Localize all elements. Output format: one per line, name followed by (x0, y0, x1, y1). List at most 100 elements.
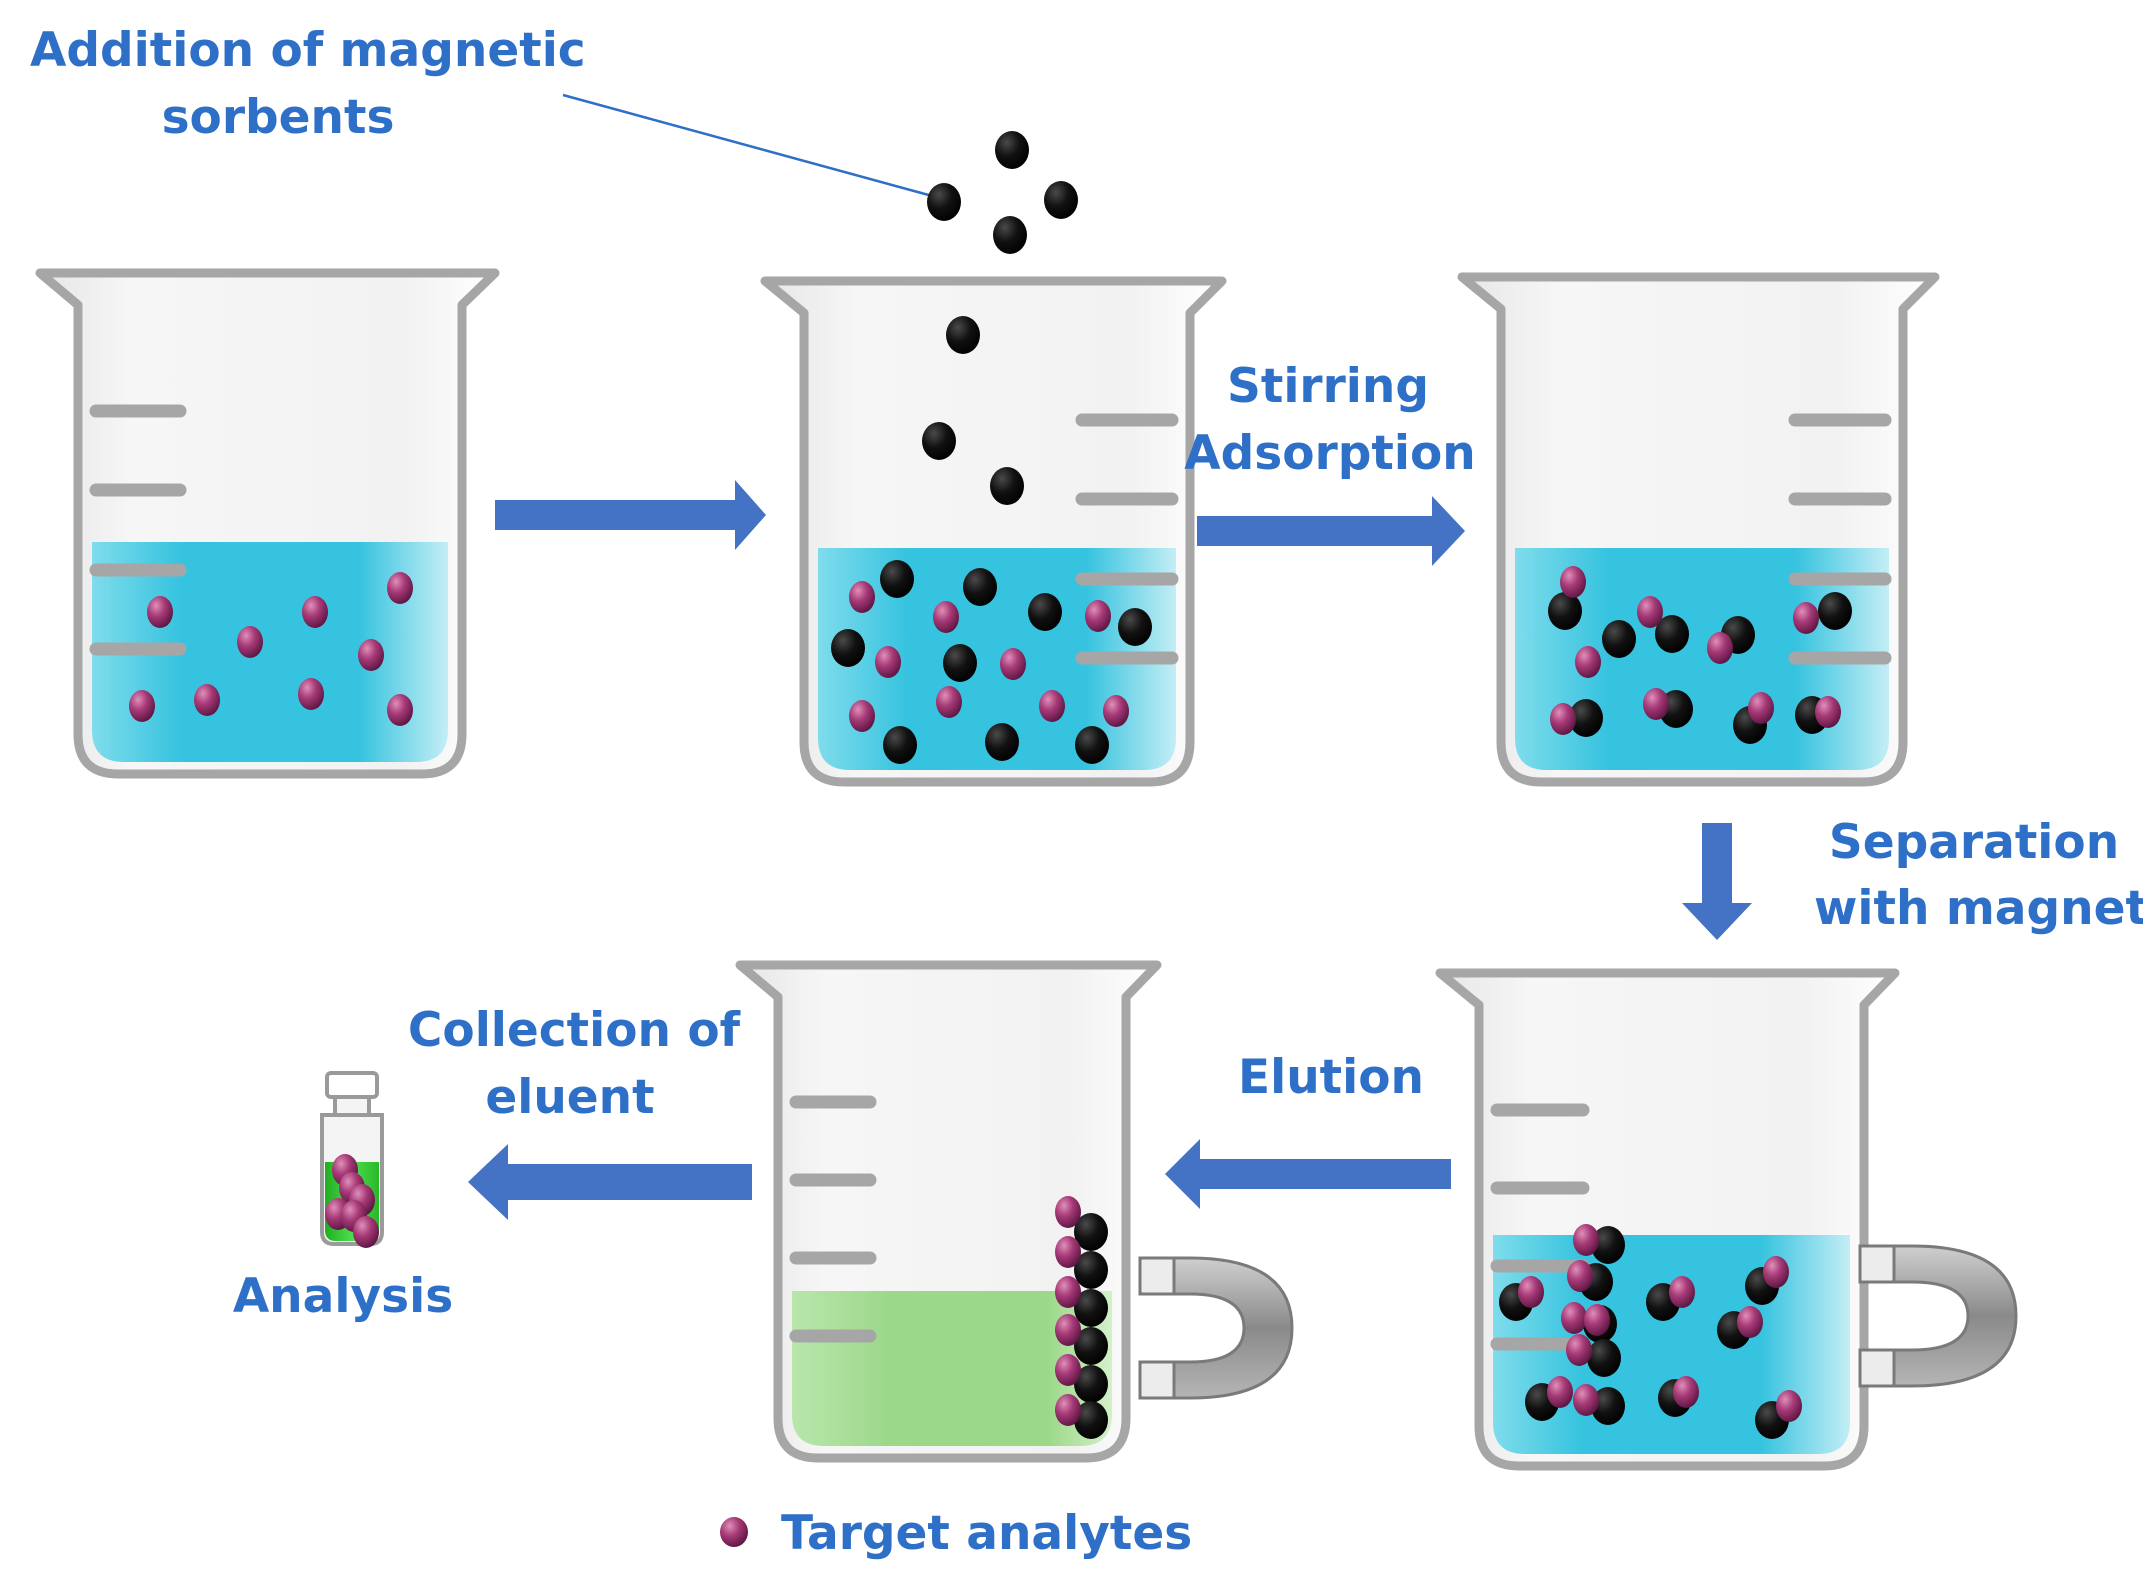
analyte-particle-icon (1055, 1196, 1081, 1228)
analyte-particle-icon (1566, 1334, 1592, 1366)
sorbent-particle-icon (1028, 593, 1062, 631)
analyte-particle-icon (1085, 600, 1111, 632)
beaker-1-sample-icon (35, 268, 500, 779)
analyte-particle-icon (1748, 692, 1774, 724)
analyte-particle-icon (1573, 1384, 1599, 1416)
analyte-particle-icon (720, 1517, 748, 1547)
sorbent-particle-icon (1044, 181, 1078, 219)
beaker-4-eluent-icon (735, 960, 1162, 1463)
beaker-4-graduation-marks (789, 1095, 877, 1343)
analyte-particle-icon (1560, 566, 1586, 598)
analyte-particle-icon (1103, 695, 1129, 727)
analyte-particle-icon (1550, 703, 1576, 735)
analyte-particle-icon (1637, 596, 1663, 628)
analyte-particle-icon (1055, 1236, 1081, 1268)
analyte-particle-icon (1055, 1276, 1081, 1308)
legend (720, 1517, 748, 1547)
sorbent-particle-icon (1591, 1387, 1625, 1425)
analyte-particle-icon (387, 694, 413, 726)
sorbent-particle-icon (880, 560, 914, 598)
analyte-particle-icon (1575, 646, 1601, 678)
analyte-particle-icon (1793, 602, 1819, 634)
analyte-particle-icon (1000, 648, 1026, 680)
beaker-3-adsorption-icon (1457, 272, 1940, 787)
addition-label-line2: sorbents (162, 90, 395, 145)
sorbent-particle-icon (990, 467, 1024, 505)
sorbent-particle-icon (1074, 1289, 1108, 1327)
analyte-particle-icon (1673, 1376, 1699, 1408)
sorbent-particle-icon (1118, 608, 1152, 646)
sorbent-particle-icon (963, 568, 997, 606)
analyte-particle-icon (1561, 1302, 1587, 1334)
analyte-particle-icon (237, 626, 263, 658)
analyte-particle-icon (1055, 1354, 1081, 1386)
arrow-left-icon (468, 1144, 752, 1220)
arrow-right-icon (495, 480, 766, 550)
particles (129, 131, 1852, 1439)
sorbent-particle-icon (1075, 726, 1109, 764)
sorbent-particle-icon (995, 131, 1029, 169)
sorbent-particle-icon (1591, 1226, 1625, 1264)
sorbent-particle-icon (1074, 1401, 1108, 1439)
beaker-2-sorbent-addition-icon (760, 276, 1227, 787)
arrow-left-icon (1165, 1139, 1451, 1209)
analyte-particle-icon (1055, 1394, 1081, 1426)
addition-label-line1: Addition of magnetic (30, 23, 586, 78)
adsorption-label: Adsorption (1184, 426, 1475, 481)
sorbent-particle-icon (1818, 592, 1852, 630)
analyte-particle-icon (353, 1216, 379, 1248)
analyte-particle-icon (1737, 1306, 1763, 1338)
sorbent-particle-icon (883, 726, 917, 764)
legend-label: Target analytes (781, 1506, 1192, 1561)
analyte-particle-icon (129, 690, 155, 722)
sorbent-particle-icon (927, 183, 961, 221)
analyte-particle-icon (1584, 1304, 1610, 1336)
analyte-particle-icon (298, 678, 324, 710)
analyte-particle-icon (1518, 1276, 1544, 1308)
analyte-particle-icon (1669, 1276, 1695, 1308)
separation-label-line1: Separation (1829, 815, 2119, 870)
arrow-right-icon (1197, 496, 1465, 566)
sorbent-particle-icon (985, 723, 1019, 761)
analyte-particle-icon (1776, 1390, 1802, 1422)
sorbent-particle-icon (922, 422, 956, 460)
separation-label-line2: with magnet (1814, 881, 2143, 936)
sorbent-particle-icon (993, 216, 1027, 254)
analyte-particle-icon (387, 572, 413, 604)
beaker-1-graduation-marks (89, 404, 187, 656)
analyte-particle-icon (1039, 690, 1065, 722)
magnet-icon (1138, 1256, 1294, 1400)
sorbent-pointer-line (562, 93, 937, 199)
sorbent-particle-icon (1548, 592, 1582, 630)
sorbent-particle-icon (1587, 1339, 1621, 1377)
analysis-label: Analysis (233, 1269, 453, 1324)
sorbent-particle-icon (1074, 1251, 1108, 1289)
elution-label: Elution (1238, 1050, 1424, 1105)
magnet-icon (1858, 1244, 2018, 1388)
beaker-2-graduation-marks (1075, 413, 1179, 665)
analyte-particle-icon (875, 646, 901, 678)
stirring-label: Stirring (1227, 359, 1429, 414)
analyte-particle-icon (1567, 1260, 1593, 1292)
sorbent-particle-icon (943, 644, 977, 682)
analyte-particle-icon (849, 700, 875, 732)
process-arrows (468, 480, 1752, 1220)
analyte-particle-icon (933, 601, 959, 633)
analyte-particle-icon (147, 596, 173, 628)
beaker-3-graduation-marks (1788, 413, 1892, 665)
analyte-particle-icon (936, 686, 962, 718)
sorbent-particle-icon (1074, 1365, 1108, 1403)
analyte-particle-icon (1055, 1314, 1081, 1346)
sorbent-particle-icon (946, 316, 980, 354)
analyte-particle-icon (302, 596, 328, 628)
sorbent-particle-icon (1655, 615, 1689, 653)
arrow-down-icon (1682, 823, 1752, 940)
collection-label-line1: Collection of (408, 1003, 741, 1058)
sorbent-particle-icon (1074, 1213, 1108, 1251)
analyte-particle-icon (358, 639, 384, 671)
analyte-particle-icon (1815, 696, 1841, 728)
analyte-particle-icon (1763, 1256, 1789, 1288)
analyte-particle-icon (1707, 632, 1733, 664)
sorbent-particle-icon (1602, 620, 1636, 658)
analyte-particle-icon (194, 684, 220, 716)
